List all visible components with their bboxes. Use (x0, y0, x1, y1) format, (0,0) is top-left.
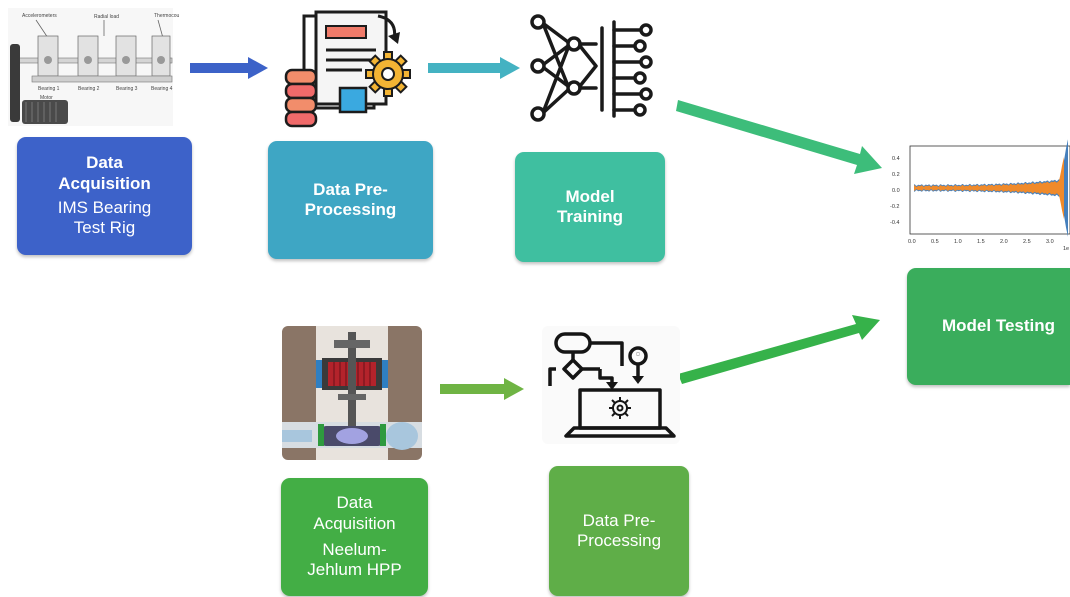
rig-label-bearing-3: Bearing 3 (116, 86, 138, 92)
arrow-train-to-test (676, 100, 882, 174)
rig-label-radial-load: Radial load (94, 14, 119, 20)
vibration-signal-plot-image: 0.4 0.2 0.0 -0.2 -0.4 0.0 0.5 1.0 1.5 2.… (884, 139, 1070, 254)
box-label: Acquisition (313, 513, 396, 533)
plot-y-tick: -0.2 (890, 204, 899, 210)
model-testing-box: Model Testing (907, 268, 1070, 385)
plot-x-offset: 1e (1063, 246, 1069, 252)
hydropower-generator-image (282, 326, 422, 460)
rig-label-bearing-1: Bearing 1 (38, 86, 60, 92)
plot-y-tick: 0.0 (892, 188, 900, 194)
box-label: IMS Bearing (57, 198, 152, 217)
rig-label-motor: Motor (40, 95, 53, 101)
bearing-test-rig-image: Accelerometers Radial load Thermocou Bea… (8, 8, 180, 126)
plot-x-tick: 2.0 (1000, 239, 1008, 245)
box-label: Data (336, 493, 373, 513)
signal-orange-series (914, 157, 1064, 219)
arrow-hpp-to-pre2 (440, 378, 524, 400)
box-label: Test Rig (73, 218, 136, 238)
rig-label-bearing-4: Bearing 4 (151, 86, 173, 92)
data-acquisition-hpp-box: Data Acquisition Neelum- Jehlum HPP (281, 478, 428, 596)
plot-y-tick: 0.4 (892, 156, 900, 162)
box-label: Data (86, 153, 123, 173)
plot-y-tick: 0.2 (892, 172, 900, 178)
plot-x-tick: 2.5 (1023, 239, 1031, 245)
document-gear-database-icon (284, 10, 411, 128)
plot-x-tick: 0.0 (908, 239, 916, 245)
box-label: Acquisition (58, 173, 151, 193)
box-label: Data Pre- (582, 510, 656, 530)
arrow-pre2-to-test (678, 315, 880, 384)
plot-x-tick: 1.0 (954, 239, 962, 245)
rig-label-accelerometers: Accelerometers (22, 13, 57, 19)
rig-label-bearing-2: Bearing 2 (78, 86, 100, 92)
data-preprocessing-box-bottom: Data Pre- Processing (549, 466, 689, 596)
plot-x-tick: 3.0 (1046, 239, 1054, 245)
data-preprocessing-box-top: Data Pre- Processing (268, 141, 433, 259)
arrow-acq1-to-pre1 (190, 57, 268, 79)
neural-network-icon (530, 14, 653, 122)
flowchart-laptop-icon (542, 326, 680, 444)
plot-x-tick: 0.5 (931, 239, 939, 245)
box-label: Neelum- (322, 540, 387, 559)
plot-x-tick: 1.5 (977, 239, 985, 245)
box-label: Data Pre- (313, 179, 388, 199)
box-label: Model Testing (941, 316, 1055, 336)
data-acquisition-ims-box: Data Acquisition IMS Bearing Test Rig (17, 137, 192, 255)
rig-label-thermocouples: Thermocou (154, 13, 180, 19)
arrow-pre1-to-train (428, 57, 520, 79)
model-training-box: Model Training (515, 152, 665, 262)
box-label: Model (565, 186, 615, 206)
box-label: Jehlum HPP (307, 560, 402, 580)
box-label: Training (556, 207, 624, 226)
box-label: Processing (304, 200, 397, 219)
box-label: Processing (576, 531, 662, 550)
plot-y-tick: -0.4 (890, 220, 899, 226)
